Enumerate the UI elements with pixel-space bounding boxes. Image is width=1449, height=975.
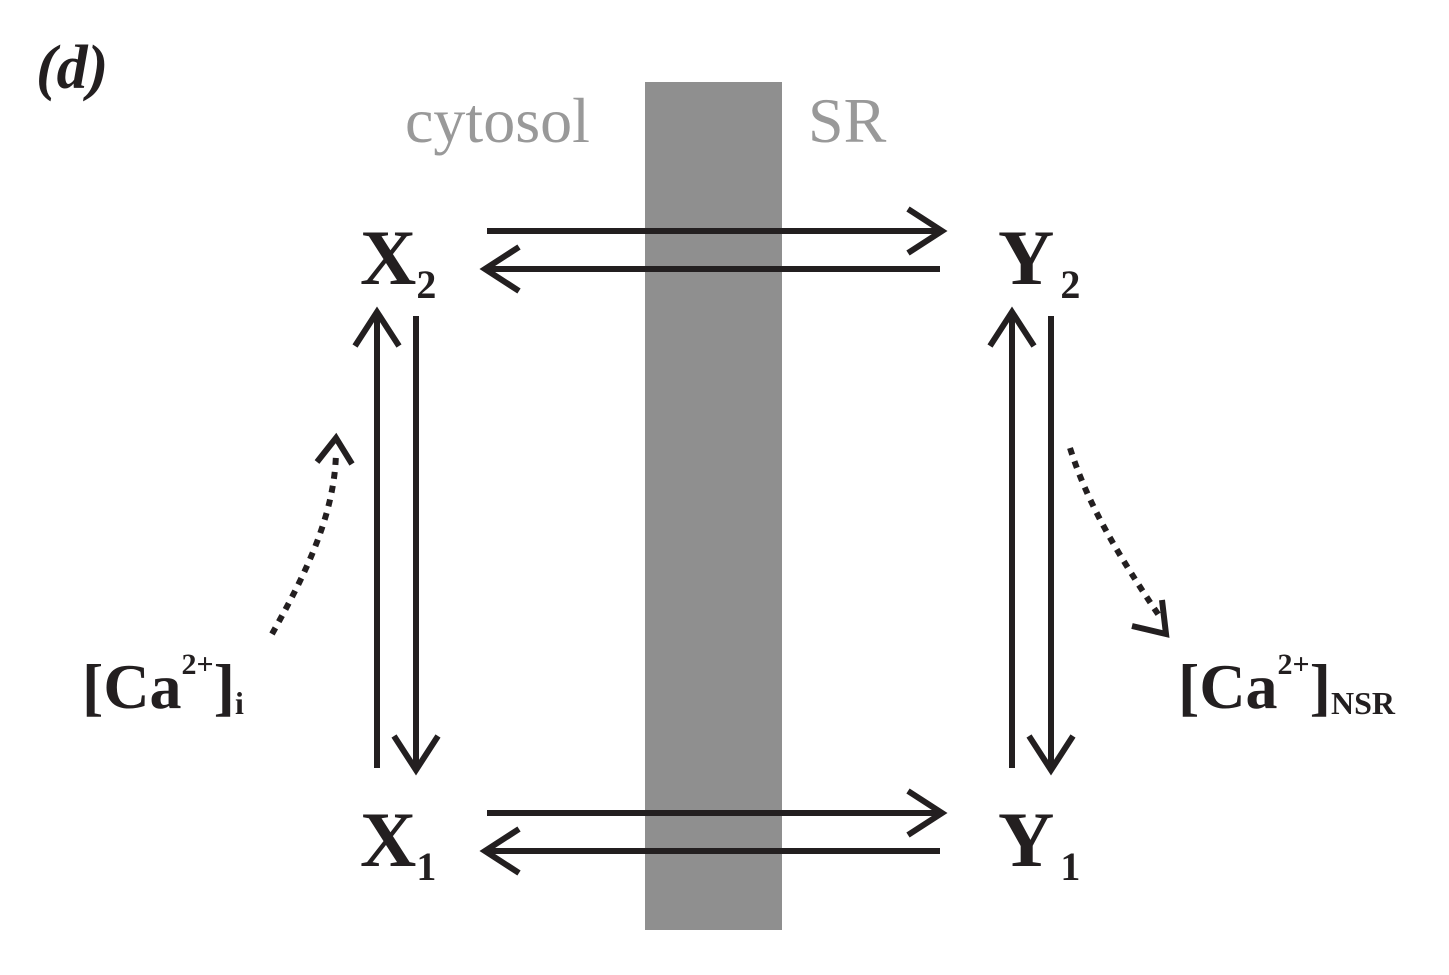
arrow-y1-to-x1 — [479, 826, 940, 876]
ca-i-charge: 2+ — [182, 648, 214, 681]
cytosol-label: cytosol — [405, 85, 590, 156]
sr-label: SR — [808, 85, 887, 156]
arrow-x1-to-x2 — [352, 306, 402, 768]
arrow-x1-to-y1 — [487, 788, 948, 838]
state-x1: X1 — [360, 796, 436, 889]
state-x2-subscript: 2 — [416, 262, 436, 307]
state-x2-letter: X — [360, 214, 416, 301]
ca-nsr-subscript: NSR — [1331, 685, 1396, 721]
ca-i-open-bracket: [ — [82, 651, 103, 722]
state-x1-subscript: 1 — [416, 844, 436, 889]
state-y2-subscript: 2 — [1060, 262, 1080, 307]
ca-nsr-charge: 2+ — [1278, 648, 1310, 681]
ca-i-subscript: i — [235, 685, 244, 721]
state-y1-letter: Y — [998, 796, 1054, 883]
ca-nsr-open-bracket: [ — [1178, 651, 1199, 722]
ca-nsr-close-bracket: ] — [1310, 651, 1331, 722]
dotted-arrow-ca-binding — [269, 432, 355, 636]
arrow-y1-to-y2 — [987, 306, 1037, 768]
sr-membrane-band — [645, 82, 782, 930]
state-y1-subscript: 1 — [1060, 844, 1080, 889]
cytosolic-calcium-label: [Ca2+]i — [82, 648, 244, 722]
arrow-y2-to-y1 — [1026, 316, 1076, 776]
nsr-calcium-label: [Ca2+]NSR — [1178, 648, 1396, 722]
state-x2: X2 — [360, 214, 436, 307]
dotted-arrow-ca-release — [1067, 447, 1170, 638]
ca-nsr-species: Ca — [1199, 651, 1277, 722]
panel-label: (d) — [36, 34, 108, 102]
arrow-x2-to-x1 — [391, 316, 441, 776]
ca-i-close-bracket: ] — [214, 651, 235, 722]
state-x1-letter: X — [360, 796, 416, 883]
arrow-x2-to-y2 — [487, 206, 948, 256]
state-y2-letter: Y — [998, 214, 1054, 301]
arrow-y2-to-x2 — [479, 244, 940, 294]
ca-i-species: Ca — [103, 651, 181, 722]
